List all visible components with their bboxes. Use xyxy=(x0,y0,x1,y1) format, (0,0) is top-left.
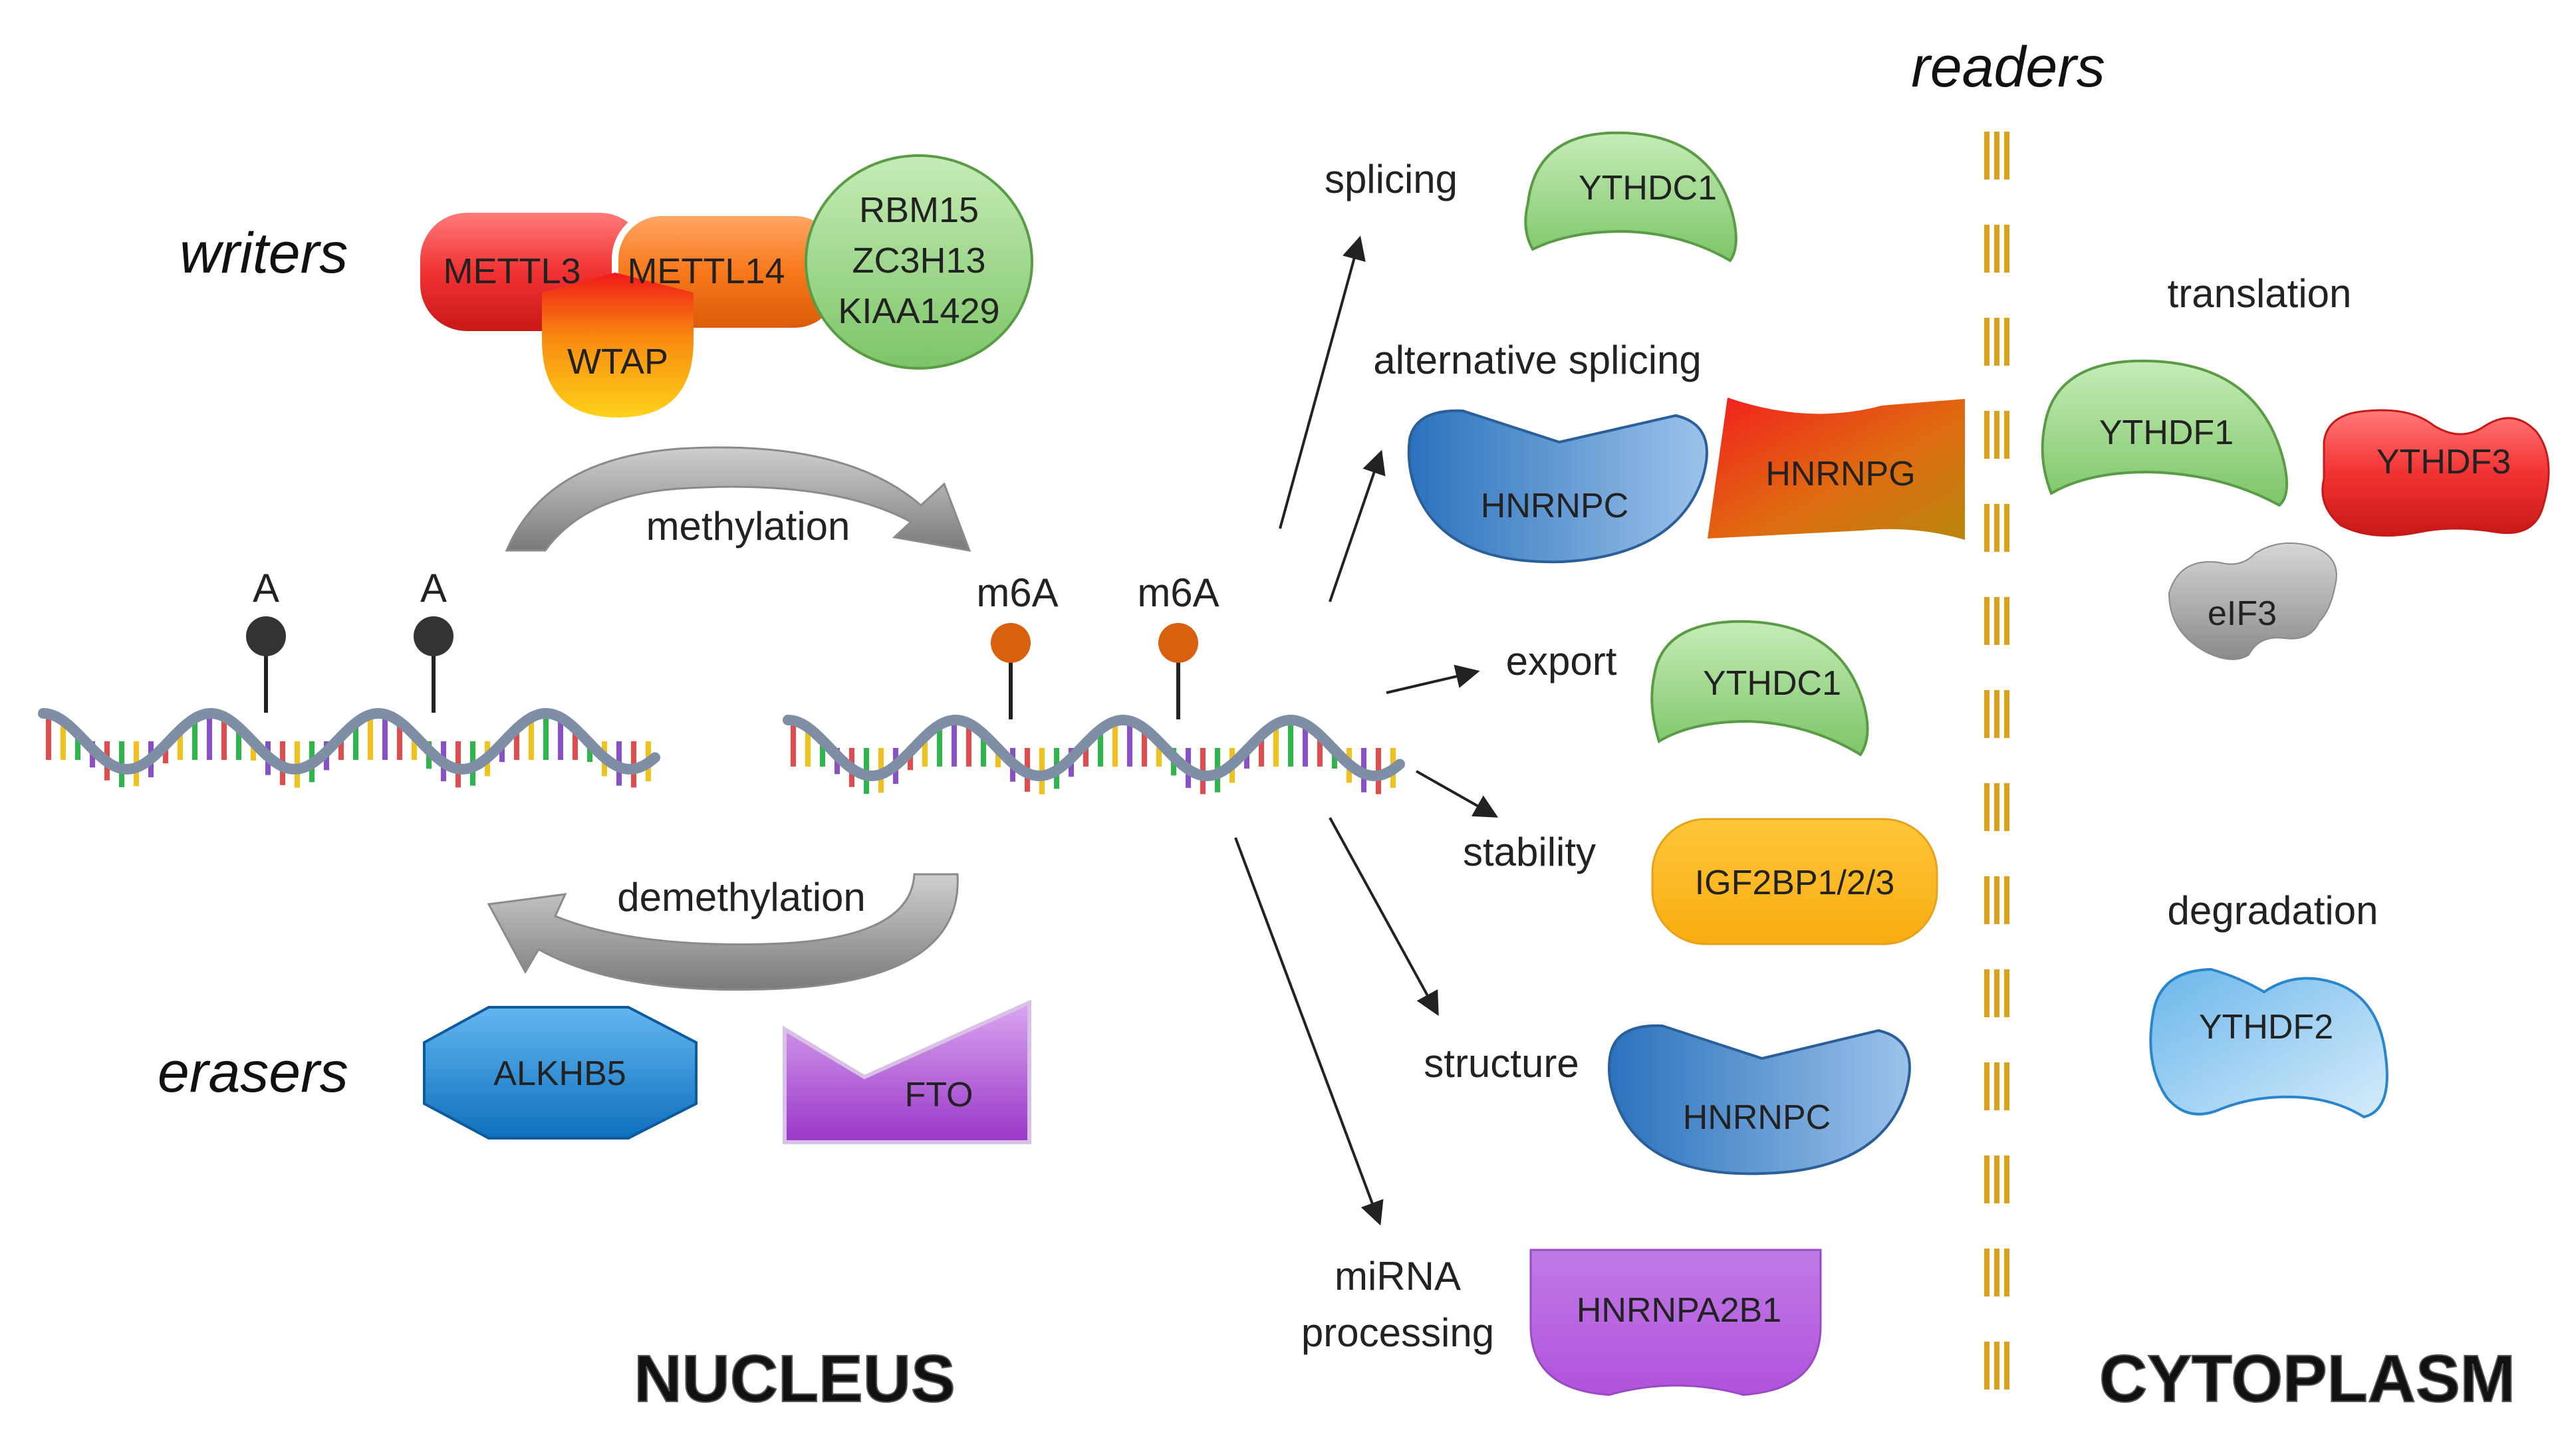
mettl14-label: METTL14 xyxy=(627,251,785,291)
methylated-rna xyxy=(783,714,1405,794)
m6a-label: m6A xyxy=(1137,570,1219,615)
processing-label: processing xyxy=(1301,1310,1494,1355)
hnrnpc-alt-protein xyxy=(1407,409,1708,564)
hnrnpa2b1-protein xyxy=(1529,1249,1822,1396)
rbm15-label: RBM15 xyxy=(859,190,979,230)
mirna-label: miRNA xyxy=(1335,1254,1461,1298)
degradation-label: degradation xyxy=(2168,888,2378,933)
splicing-label: splicing xyxy=(1325,157,1458,201)
hnrnpg-protein xyxy=(1708,398,1965,540)
m6a-marker xyxy=(991,623,1031,663)
igf2bp-protein xyxy=(1651,818,1938,945)
demethylation-label: demethylation xyxy=(617,875,866,919)
m6a-marker xyxy=(1158,623,1198,663)
translation-label: translation xyxy=(2168,271,2352,316)
unmethylated-rna xyxy=(38,707,660,788)
hnrnpc-alt-label: HNRNPC xyxy=(1481,487,1628,525)
alkhb5-label: ALKHB5 xyxy=(493,1054,626,1093)
structure-label: structure xyxy=(1424,1041,1579,1086)
hnrnpc-structure-protein xyxy=(1608,1024,1911,1175)
fto-label: FTO xyxy=(904,1076,973,1114)
readers-heading: readers xyxy=(1911,35,2105,99)
ythdf3-protein xyxy=(2321,409,2550,537)
adenosine-label: A xyxy=(253,566,279,610)
kiaa1429-label: KIAA1429 xyxy=(838,291,999,331)
alternative-splicing-label: alternative splicing xyxy=(1373,338,1702,382)
hnrnpc-structure-label: HNRNPC xyxy=(1683,1098,1831,1137)
adenosine-marker xyxy=(414,616,453,656)
erasers-heading: erasers xyxy=(158,1040,348,1104)
ythdc1-splicing-protein xyxy=(1524,131,1737,263)
adenosine-marker xyxy=(246,616,286,656)
methylation-label: methylation xyxy=(646,504,850,548)
ythdf1-protein xyxy=(2041,359,2289,507)
ythdf3-label: YTHDF3 xyxy=(2376,443,2511,481)
ythdc1-splicing-label: YTHDC1 xyxy=(1579,169,1717,207)
nucleus-heading: NUCLEUS xyxy=(634,1342,955,1416)
stability-label: stability xyxy=(1463,830,1596,874)
rbm15-complex-protein xyxy=(805,154,1033,370)
igf2bp-label: IGF2BP1/2/3 xyxy=(1695,864,1895,902)
wtap-protein xyxy=(542,273,694,418)
demethylation-arrow xyxy=(487,873,959,991)
m6a-label: m6A xyxy=(976,570,1058,615)
wtap-label: WTAP xyxy=(567,342,668,382)
ythdc1-export-label: YTHDC1 xyxy=(1703,664,1841,703)
export-label: export xyxy=(1506,639,1617,683)
adenosine-label: A xyxy=(420,566,447,610)
ythdf2-label: YTHDF2 xyxy=(2199,1008,2333,1046)
nuclear-membrane xyxy=(1984,132,2009,1390)
alkhb5-protein xyxy=(423,1006,698,1140)
writers-heading: writers xyxy=(180,221,348,285)
eif3-protein xyxy=(2168,542,2337,660)
ythdf2-protein xyxy=(2149,967,2388,1119)
fto-protein xyxy=(783,999,1031,1144)
zc3h13-label: ZC3H13 xyxy=(852,241,985,281)
methylation-arrow xyxy=(505,446,971,552)
cytoplasm-heading: CYTOPLASM xyxy=(2099,1342,2515,1416)
hnrnpa2b1-label: HNRNPA2B1 xyxy=(1577,1291,1781,1330)
hnrnpg-label: HNRNPG xyxy=(1765,455,1915,493)
mettl3-label: METTL3 xyxy=(443,251,580,291)
ythdc1-export-protein xyxy=(1650,620,1869,757)
eif3-label: eIF3 xyxy=(2208,594,2277,633)
writer-complex: METTL3 METTL14 WTAP RBM15 ZC3H13 KIAA142… xyxy=(420,154,1033,418)
ythdf1-label: YTHDF1 xyxy=(2099,414,2234,452)
